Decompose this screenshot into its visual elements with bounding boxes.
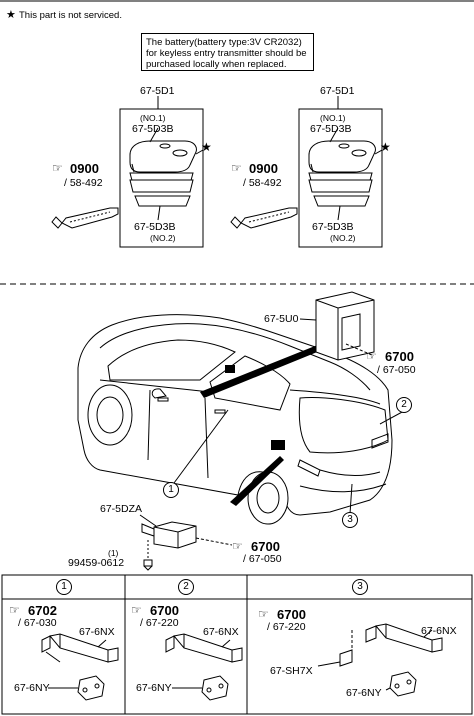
- controller-ref-sub: / 67-050: [243, 553, 282, 565]
- detail-3-number: 3: [352, 579, 368, 595]
- right-no1-label: (NO.1): [320, 113, 346, 123]
- detail-2-number: 2: [178, 579, 194, 595]
- left-no1-label: (NO.1): [140, 113, 166, 123]
- detail-1-pointer-hand-icon: ☞: [9, 603, 20, 617]
- detail-3-pointer-hand-icon: ☞: [258, 607, 269, 621]
- detail-3-harness-label: 67-SH7X: [270, 665, 313, 677]
- detail-3-ref-sub: / 67-220: [267, 621, 306, 633]
- module-pointer-hand-icon: ☞: [366, 349, 377, 363]
- left-top-part-label: 67-5D3B: [132, 123, 174, 135]
- right-no2-label: (NO.2): [330, 233, 356, 243]
- right-bottom-part-label: 67-5D3B: [312, 221, 354, 233]
- detail-3-antenna-label: 67-6NX: [421, 625, 457, 637]
- right-ref-sub: / 58-492: [243, 177, 282, 189]
- detail-3-ref-main: 6700: [277, 607, 306, 622]
- detail-1-ref-sub: / 67-030: [18, 617, 57, 629]
- left-ref-main: 0900: [70, 161, 99, 176]
- detail-1-number: 1: [56, 579, 72, 595]
- detail-2-antenna-label: 67-6NX: [203, 626, 239, 638]
- left-star-icon: ★: [201, 140, 212, 154]
- left-no2-label: (NO.2): [150, 233, 176, 243]
- left-pointer-hand-icon: ☞: [52, 161, 63, 175]
- callout-1: 1: [163, 482, 179, 498]
- service-note: This part is not serviced.: [19, 10, 122, 21]
- detail-2-ref-sub: / 67-220: [140, 617, 179, 629]
- module-ref-sub: / 67-050: [377, 364, 416, 376]
- right-assembly-label: 67-5D1: [320, 85, 355, 97]
- detail-1-ref-main: 6702: [28, 603, 57, 618]
- battery-note: The battery(battery type:3V CR2032) for …: [141, 33, 314, 71]
- star-icon: ★: [6, 9, 16, 21]
- detail-2-pointer-hand-icon: ☞: [131, 603, 142, 617]
- callout-2: 2: [396, 397, 412, 413]
- module-ref-main: 6700: [385, 349, 414, 364]
- left-ref-sub: / 58-492: [64, 177, 103, 189]
- left-bottom-part-label: 67-5D3B: [134, 221, 176, 233]
- detail-2-connector-label: 67-6NY: [136, 682, 172, 694]
- left-assembly-label: 67-5D1: [140, 85, 175, 97]
- right-top-part-label: 67-5D3B: [310, 123, 352, 135]
- callout-3: 3: [342, 512, 358, 528]
- detail-1-connector-label: 67-6NY: [14, 682, 50, 694]
- module-part-label: 67-5U0: [264, 313, 299, 325]
- detail-2-ref-main: 6700: [150, 603, 179, 618]
- controller-part-label: 67-5DZA: [100, 503, 143, 515]
- right-star-icon: ★: [380, 140, 391, 154]
- bolt-qty-label: (1): [108, 548, 119, 558]
- controller-ref-main: 6700: [251, 539, 280, 554]
- bolt-part-label: 99459-0612: [68, 557, 125, 569]
- right-pointer-hand-icon: ☞: [231, 161, 242, 175]
- detail-1-antenna-label: 67-6NX: [79, 626, 115, 638]
- controller-pointer-hand-icon: ☞: [232, 539, 243, 553]
- right-ref-main: 0900: [249, 161, 278, 176]
- detail-3-connector-label: 67-6NY: [346, 687, 382, 699]
